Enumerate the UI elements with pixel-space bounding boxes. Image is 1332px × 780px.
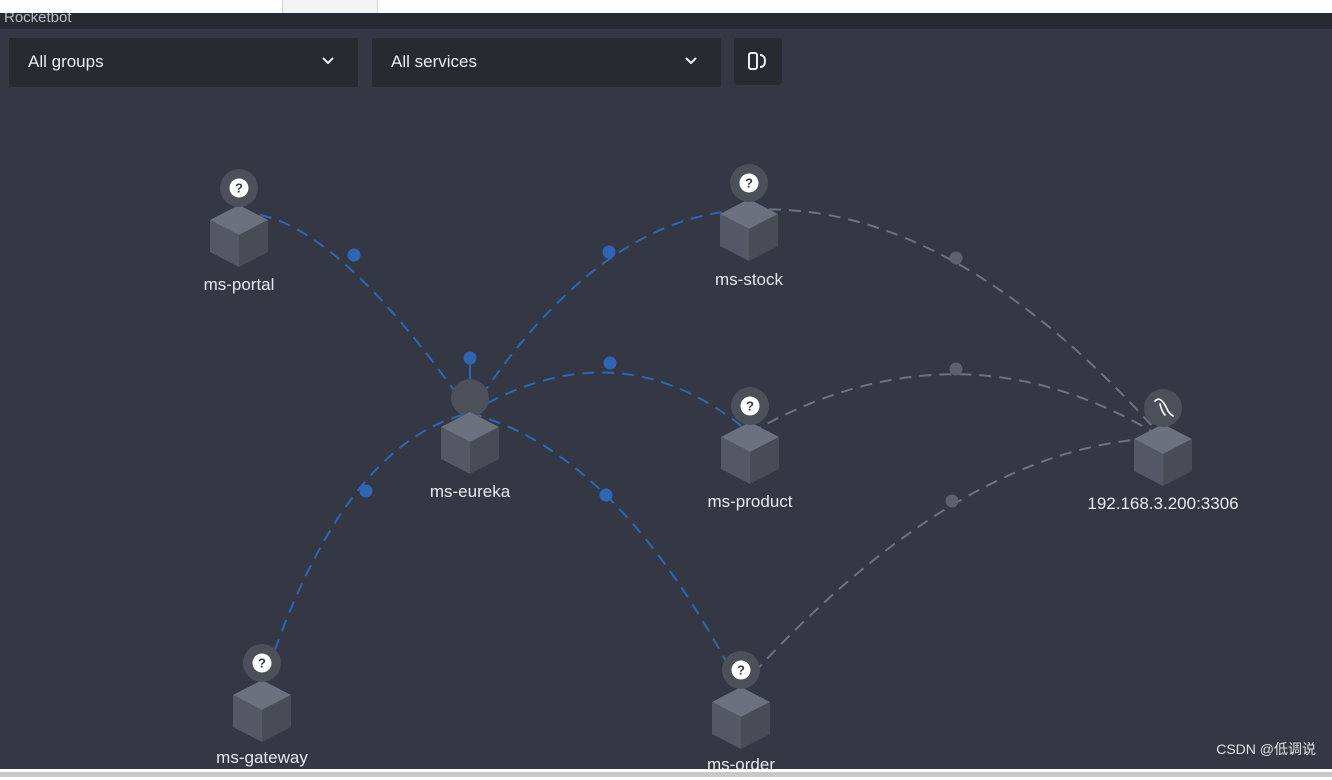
app-header: Rocketbot — [0, 13, 1332, 29]
question-icon — [243, 644, 281, 682]
svg-text:ms-gateway: ms-gateway — [216, 748, 308, 767]
svg-text:ms-stock: ms-stock — [715, 270, 784, 289]
edge-dot — [945, 494, 959, 508]
topology-node-ms-order[interactable]: ms-order — [707, 651, 775, 769]
svg-text:192.168.3.200:3306: 192.168.3.200:3306 — [1087, 494, 1238, 513]
edge-eureka-order — [469, 412, 741, 689]
topology-graph[interactable]: ? — [0, 13, 1332, 769]
question-icon — [722, 651, 760, 689]
bottom-scrollbar[interactable] — [0, 769, 1332, 780]
layout-toggle-button[interactable] — [734, 38, 782, 85]
browser-tab[interactable] — [282, 0, 378, 13]
group-select[interactable]: All groups — [9, 38, 358, 87]
topology-node-ms-product[interactable]: ms-product — [707, 387, 793, 511]
group-select-value: All groups — [28, 52, 104, 71]
topology-edges — [239, 208, 1164, 689]
edge-product-mysql — [749, 373, 1164, 439]
edge-dot — [949, 251, 963, 265]
topology-node-ms-eureka[interactable]: ms-eureka — [430, 379, 511, 501]
scrollbar-track[interactable] — [0, 772, 1332, 777]
edge-stock-mysql — [748, 208, 1164, 439]
edge-dot — [463, 351, 477, 365]
edge-dot — [603, 356, 617, 370]
edge-gateway-eureka — [261, 412, 471, 689]
service-select[interactable]: All services — [372, 38, 721, 87]
edge-eureka-product — [469, 371, 751, 434]
edge-dot — [359, 484, 373, 498]
svg-text:ms-product: ms-product — [707, 492, 792, 511]
layout-toggle-icon — [748, 52, 767, 70]
question-icon — [220, 169, 258, 207]
question-icon — [730, 164, 768, 202]
browser-strip — [0, 0, 1332, 13]
topology-app: Rocketbot All groups All services — [0, 13, 1332, 769]
edge-dot — [347, 248, 361, 262]
svg-text:ms-portal: ms-portal — [204, 275, 275, 294]
svg-text:ms-order: ms-order — [707, 755, 775, 769]
edge-dot — [599, 488, 613, 502]
mysql-icon — [1143, 388, 1183, 428]
app-title: Rocketbot — [4, 13, 72, 26]
edge-dot — [602, 245, 616, 259]
csdn-watermark: CSDN @低调说 — [1216, 741, 1316, 757]
topology-node-mysql[interactable]: 192.168.3.200:3306 — [1087, 388, 1239, 513]
svg-text:ms-eureka: ms-eureka — [430, 482, 511, 501]
service-select-value: All services — [391, 52, 477, 71]
edge-eureka-stock — [469, 209, 750, 414]
question-icon — [731, 387, 769, 425]
topology-node-ms-stock[interactable]: ms-stock — [715, 164, 784, 289]
edge-order-mysql — [739, 437, 1164, 689]
topology-node-ms-gateway[interactable]: ms-gateway — [216, 644, 308, 767]
edge-portal-eureka — [239, 211, 471, 414]
chevron-down-icon — [685, 57, 697, 64]
topology-node-ms-portal[interactable]: ms-portal — [204, 169, 275, 294]
chevron-down-icon — [322, 57, 334, 64]
edge-dot — [949, 362, 963, 376]
